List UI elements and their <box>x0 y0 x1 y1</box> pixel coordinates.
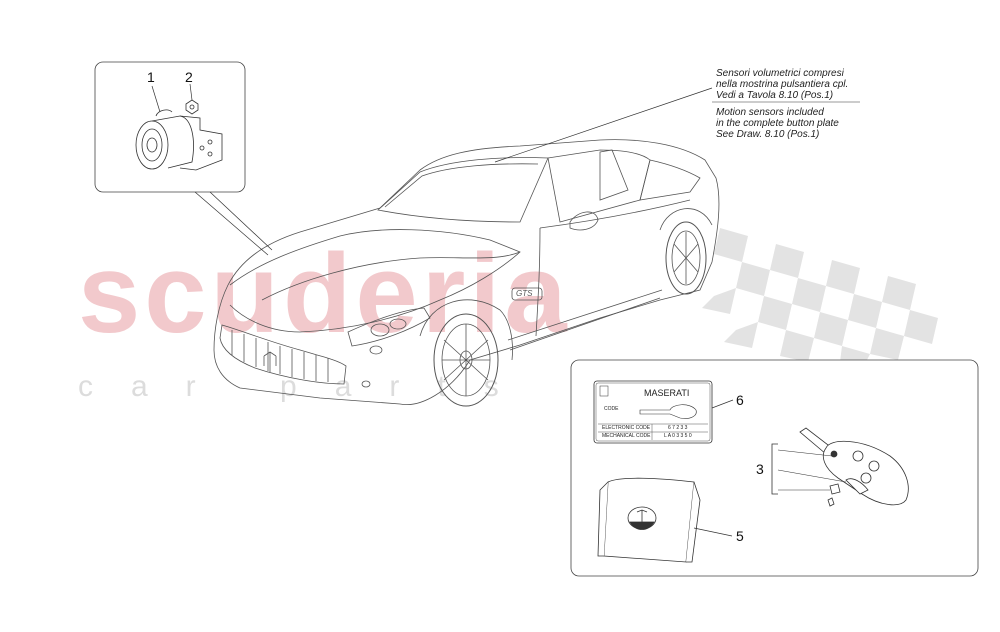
siren-part <box>135 109 223 171</box>
code-label-brand: MASERATI <box>644 388 690 398</box>
note-it-line-1: Sensori volumetrici compresi <box>716 68 844 79</box>
note-english: Motion sensors included in the complete … <box>716 107 839 140</box>
callout-6: 6 <box>736 392 744 408</box>
owners-manual-part <box>597 477 701 563</box>
car-illustration <box>213 139 720 407</box>
item3-bracket <box>771 443 778 495</box>
note-en-line-3: See Draw. 8.10 (Pos.1) <box>716 129 820 140</box>
checkered-flag-watermark <box>702 228 938 362</box>
callout-3: 3 <box>756 461 764 477</box>
callout-1: 1 <box>147 69 155 85</box>
callout-5: 5 <box>736 528 744 544</box>
code-label-electronic-value: 6 7 2 3 3 <box>668 425 688 431</box>
code-label-mechanical-value: L A 0 3 3 5 0 <box>664 433 692 439</box>
note-en-line-2: in the complete button plate <box>716 118 839 129</box>
code-label-card <box>593 380 713 444</box>
callout-2: 2 <box>185 69 193 85</box>
siren-leader-line <box>194 191 269 256</box>
note-it-line-3: Vedi a Tavola 8.10 (Pos.1) <box>716 90 834 101</box>
car-badge: GTS <box>516 289 533 298</box>
remote-key-part <box>799 427 909 507</box>
note-leader-line <box>494 87 713 163</box>
code-label-electronic: ELECTRONIC CODE <box>602 425 651 431</box>
note-it-line-2: nella mostrina pulsantiera cpl. <box>716 79 849 90</box>
code-label-mechanical: MECHANICAL CODE <box>602 433 651 439</box>
code-label-code: CODE <box>604 406 619 412</box>
siren-callout-box <box>94 61 246 193</box>
note-en-line-1: Motion sensors included <box>716 107 824 118</box>
watermark-subtitle: car parts <box>78 370 537 403</box>
note-italian: Sensori volumetrici compresi nella mostr… <box>716 68 848 101</box>
